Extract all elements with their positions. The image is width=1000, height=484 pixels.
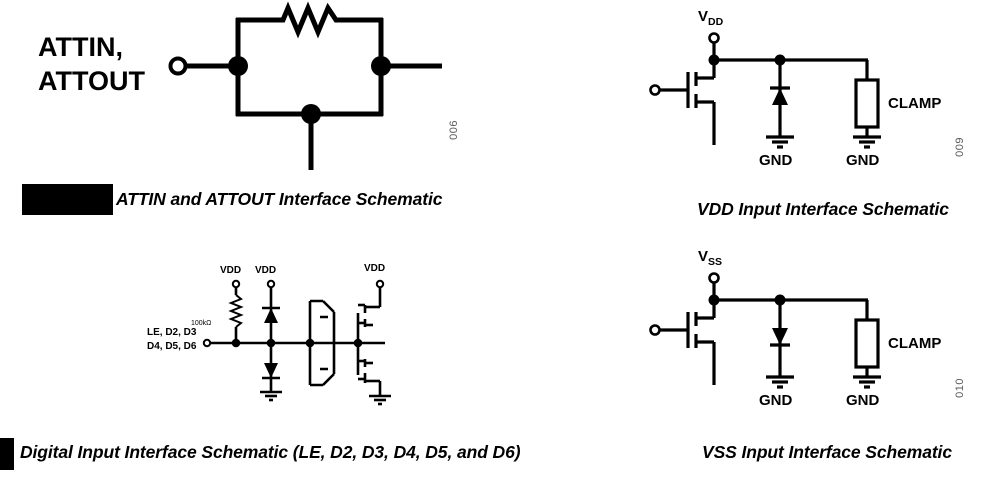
resistor-icon <box>236 1 383 39</box>
caption-attin-attout: ATTIN and ATTOUT Interface Schematic <box>116 189 443 209</box>
figure-number-009: 009 <box>954 137 966 157</box>
junction-dot-diode <box>774 54 786 66</box>
vdd-label-3: VDD <box>364 263 385 274</box>
vdd-terminal-icon-3 <box>375 279 385 289</box>
gnd-label-2: GND <box>846 152 880 169</box>
gnd-label-1: GND <box>759 392 793 409</box>
junction-dot-bottom <box>301 104 321 124</box>
junction-dot-buffer-in <box>305 338 315 348</box>
figure-number-006: 006 <box>448 120 460 140</box>
figure-vss-input: V SS GND <box>600 240 1000 420</box>
pin-label-line-2: ATTOUT <box>38 66 145 96</box>
junction-dot-diode <box>774 294 786 306</box>
junction-dot-vdd <box>708 54 720 66</box>
supply-label-vdd-sub: DD <box>708 16 724 28</box>
junction-dot-diode <box>266 338 276 348</box>
figure-vdd-input: V DD <box>600 0 1000 180</box>
pin-label-line-1: ATTIN, <box>38 32 123 62</box>
clamp-label: CLAMP <box>888 95 941 112</box>
diode-down-icon <box>772 328 788 345</box>
digital-input-schematic: LE, D2, D3 D4, D5, D6 100kΩ VDD VDD <box>147 263 391 406</box>
pin-label-line-2: D4, D5, D6 <box>147 341 197 352</box>
gnd-label-2: GND <box>846 392 880 409</box>
figure-number-010: 010 <box>954 378 966 398</box>
attin-attout-schematic: ATTIN, ATTOUT <box>38 1 442 170</box>
junction-dot-output <box>353 338 363 348</box>
vdd-label-1: VDD <box>220 265 241 276</box>
supply-label-vss-sub: SS <box>708 256 722 268</box>
clamp-box-icon <box>854 78 880 129</box>
pin-terminal-icon <box>202 338 212 348</box>
pin-terminal-icon <box>649 84 661 96</box>
pin-terminal-icon <box>168 56 188 76</box>
redacted-figure-label-2 <box>0 438 14 470</box>
vdd-label-2: VDD <box>255 265 276 276</box>
supply-label-vss: V <box>698 248 708 265</box>
gnd-label-1: GND <box>759 152 793 169</box>
vss-input-schematic: V SS GND <box>649 248 941 409</box>
junction-dot-resistor <box>231 338 241 348</box>
junction-dot-vss <box>708 294 720 306</box>
junction-dot-left <box>228 56 248 76</box>
diode-up-icon <box>264 308 278 323</box>
vdd-terminal-icon-2 <box>266 279 276 289</box>
caption-digital-input: Digital Input Interface Schematic (LE, D… <box>20 442 521 462</box>
resistor-icon <box>228 294 244 328</box>
clamp-box-icon <box>854 318 880 369</box>
schmitt-hysteresis-marks <box>320 315 328 371</box>
figure-attin-attout: ATTIN, ATTOUT <box>0 0 500 180</box>
figure-digital-input: LE, D2, D3 D4, D5, D6 100kΩ VDD VDD <box>120 255 420 420</box>
pin-terminal-icon <box>649 324 661 336</box>
vdd-input-schematic: V DD <box>649 8 941 169</box>
vdd-terminal-icon-1 <box>231 279 241 289</box>
junction-dot-right <box>371 56 391 76</box>
pin-label-line-1: LE, D2, D3 <box>147 327 197 338</box>
caption-vss-input: VSS Input Interface Schematic <box>702 442 952 462</box>
diode-up-icon <box>772 88 788 105</box>
diode-down-icon <box>264 363 278 378</box>
redacted-figure-label-1 <box>22 184 113 215</box>
supply-label-vdd: V <box>698 8 708 25</box>
vss-terminal-icon <box>708 272 720 284</box>
caption-vdd-input: VDD Input Interface Schematic <box>697 199 949 219</box>
clamp-label: CLAMP <box>888 335 941 352</box>
resistor-value-label: 100kΩ <box>191 320 211 327</box>
vdd-terminal-icon <box>708 32 720 44</box>
